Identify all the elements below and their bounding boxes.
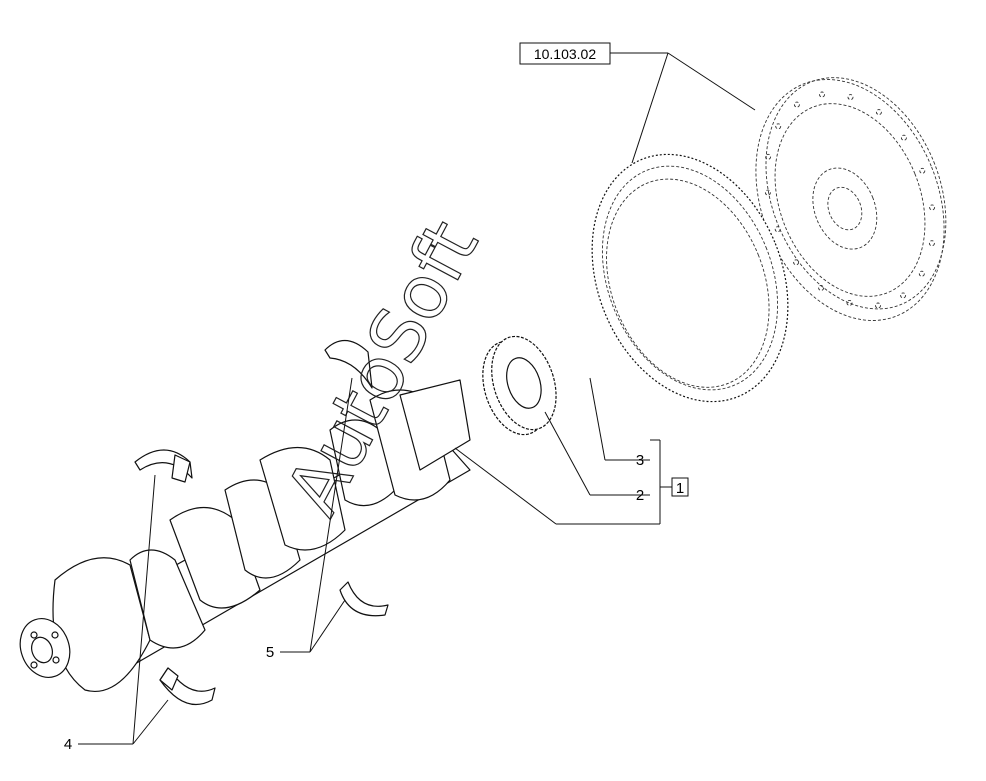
flywheel-bolt-hole <box>875 302 881 309</box>
reference-label[interactable]: 10.103.02 <box>534 46 596 62</box>
flywheel-bolt-hole <box>919 167 926 174</box>
flywheel-bolt-hole <box>918 270 925 277</box>
flywheel-bolt-hole <box>929 204 936 211</box>
flywheel-bolt-hole <box>764 189 771 196</box>
main-bearing-lower <box>159 667 216 706</box>
flywheel-bolt-hole <box>793 101 800 108</box>
group-box[interactable]: 1 <box>671 477 689 497</box>
leader-lines <box>78 52 756 745</box>
callout-5: 5 <box>266 644 274 661</box>
crankshaft <box>19 379 471 692</box>
flywheel-bolt-hole <box>900 292 907 299</box>
group-label[interactable]: 1 <box>676 480 684 497</box>
main-bearing-upper <box>134 449 193 483</box>
flywheel-bolt-hole <box>775 123 782 130</box>
flywheel-bolt-hole <box>846 299 853 306</box>
callout-4: 4 <box>64 736 72 753</box>
flywheel-bolt-hole <box>793 259 800 266</box>
thrust-washer-lower <box>339 581 389 617</box>
ring-gear <box>591 153 789 403</box>
reference-box[interactable]: 10.103.02 <box>519 42 611 65</box>
flywheel-bolt-hole <box>928 240 935 247</box>
timing-gear <box>482 335 557 436</box>
thrust-washer-upper <box>324 339 373 389</box>
flywheel-bolt-hole <box>875 109 882 116</box>
flywheel-bolt-hole <box>847 94 854 101</box>
flywheel-bolt-hole <box>765 153 772 160</box>
callout-3: 3 <box>636 452 644 469</box>
callout-2: 2 <box>636 487 644 504</box>
flywheel-bolt-hole <box>774 226 781 233</box>
flywheel-bolt-hole <box>900 134 907 141</box>
flywheel-bolt-hole <box>819 91 825 98</box>
flywheel-bolt-hole <box>818 284 825 291</box>
